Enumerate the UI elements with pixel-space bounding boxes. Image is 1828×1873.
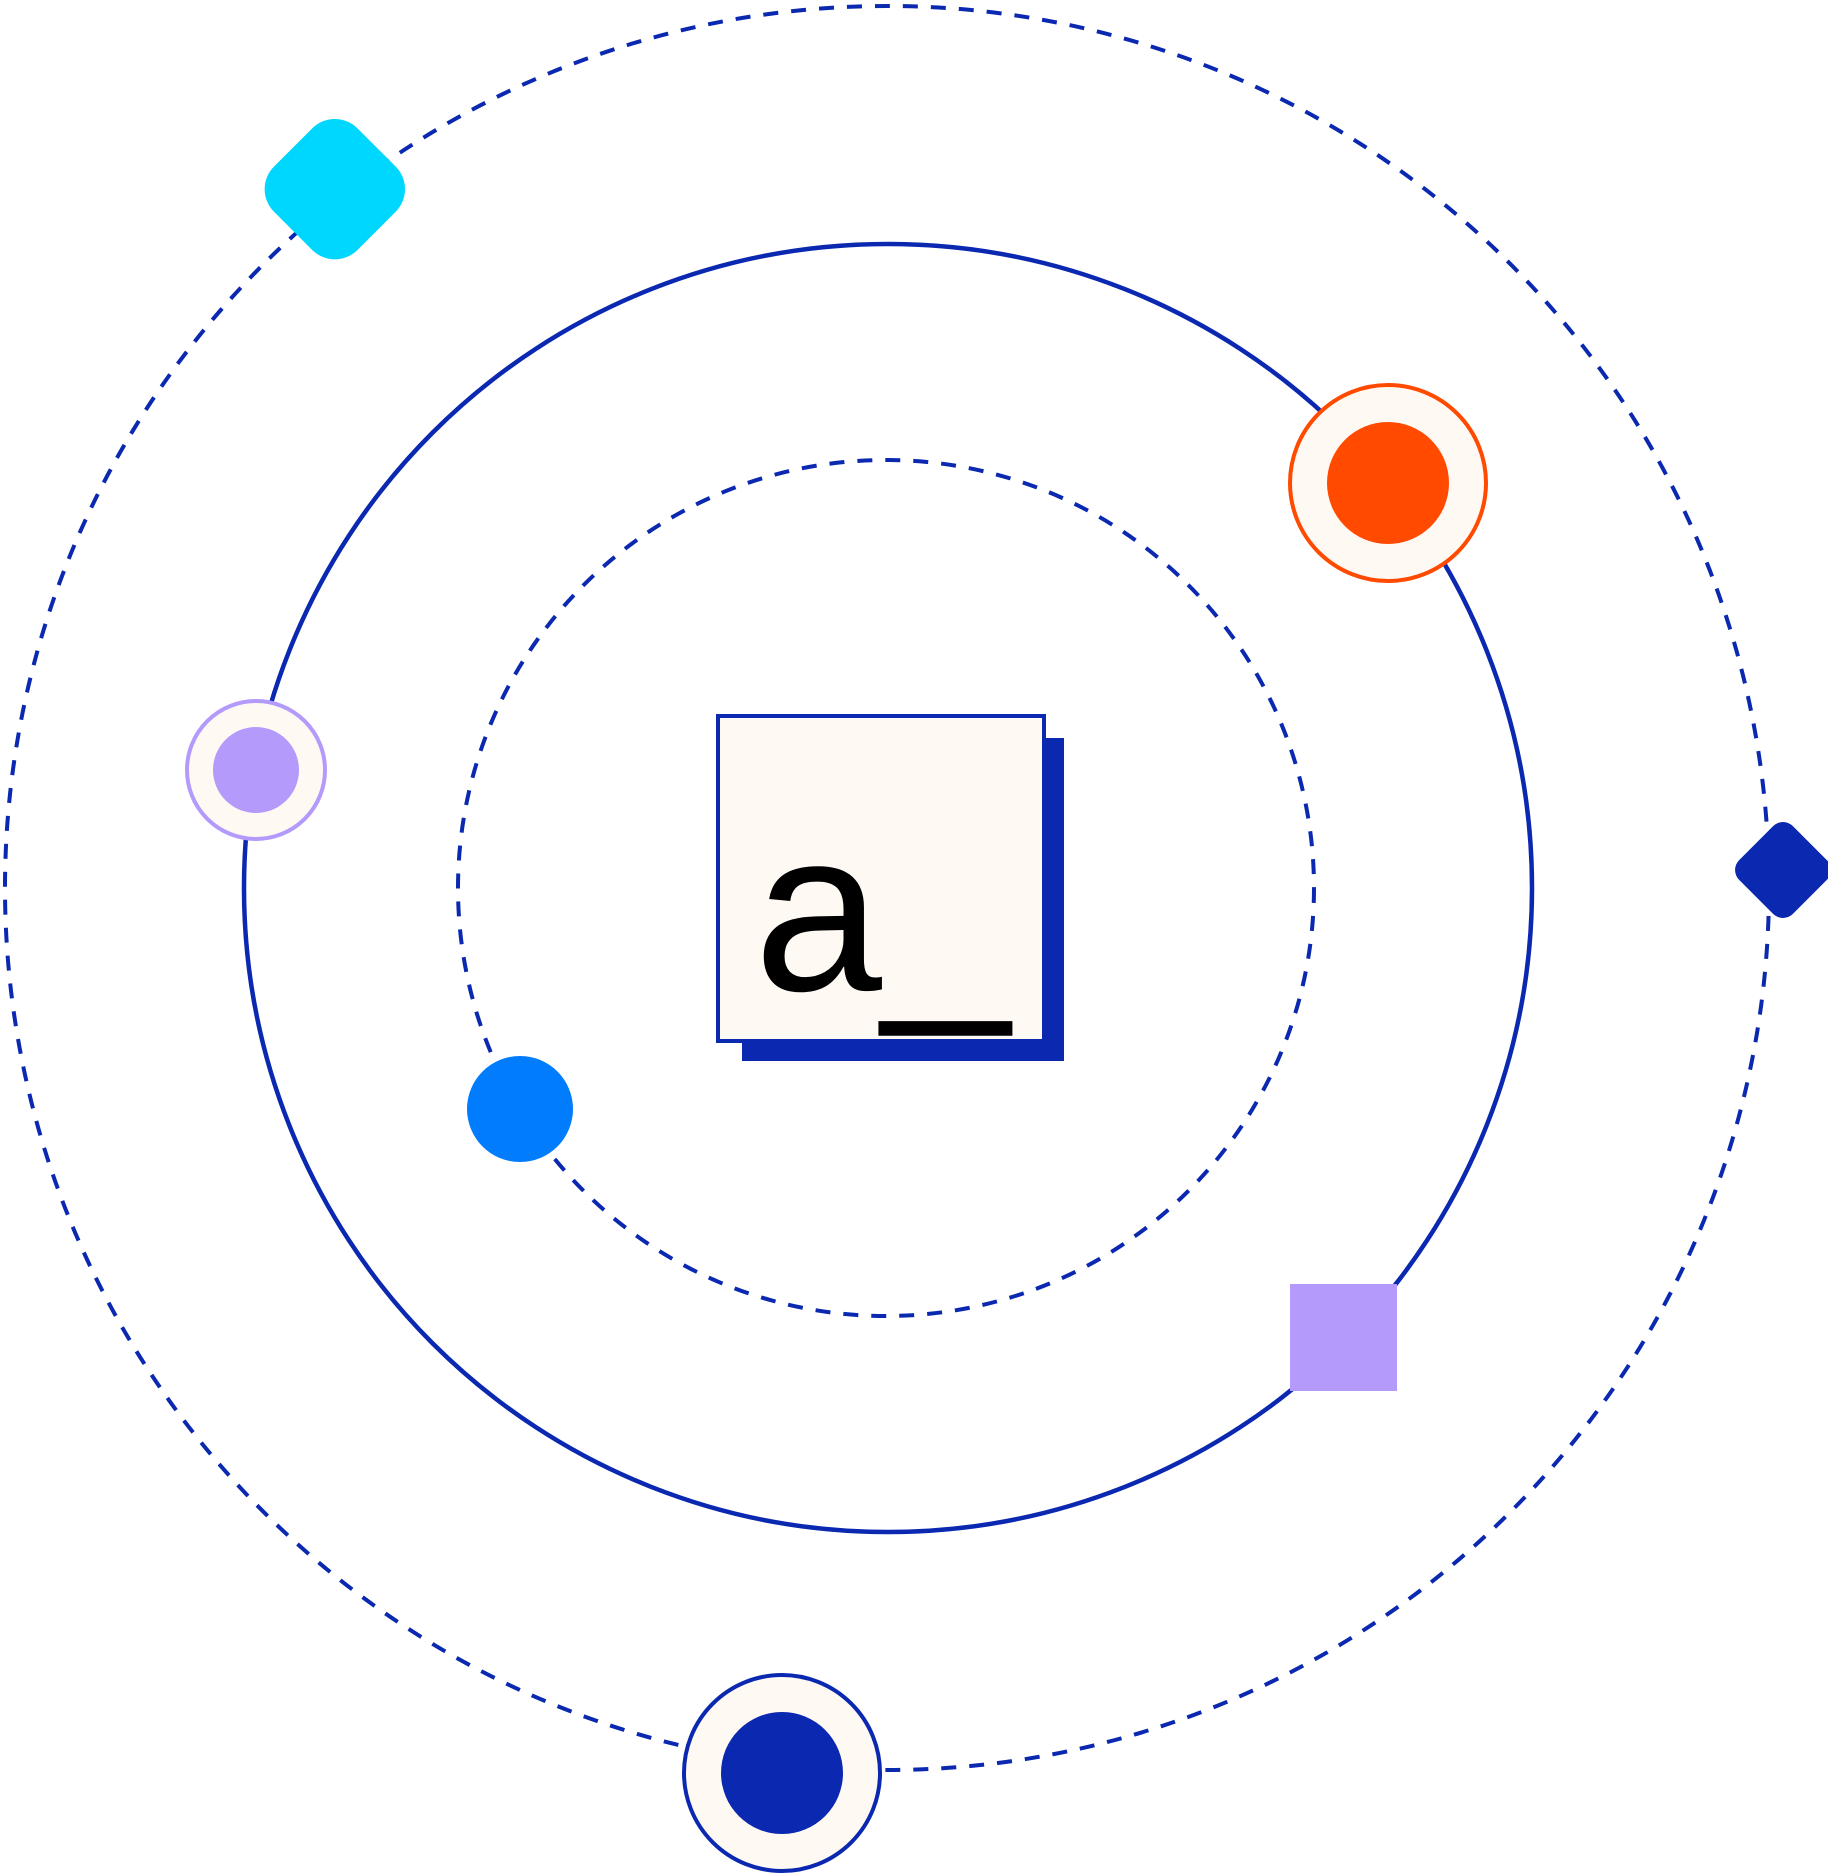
cyan-rounded-diamond-icon [264, 118, 406, 260]
orange-ringed-dot-icon [1288, 383, 1488, 583]
navy-ringed-dot-icon [682, 1673, 882, 1873]
blue-dot-icon [467, 1056, 573, 1162]
lavender-square-icon [1290, 1284, 1397, 1391]
logo-box-face [716, 714, 1046, 1043]
middle-solid-orbit [241, 241, 1535, 1535]
navy-diamond-icon [1735, 822, 1828, 918]
logo-box: a_ [716, 714, 1064, 1061]
lavender-ringed-dot-icon [185, 699, 327, 841]
inner-dashed-orbit [456, 458, 1316, 1318]
logo-text: a_ [754, 782, 1013, 1039]
